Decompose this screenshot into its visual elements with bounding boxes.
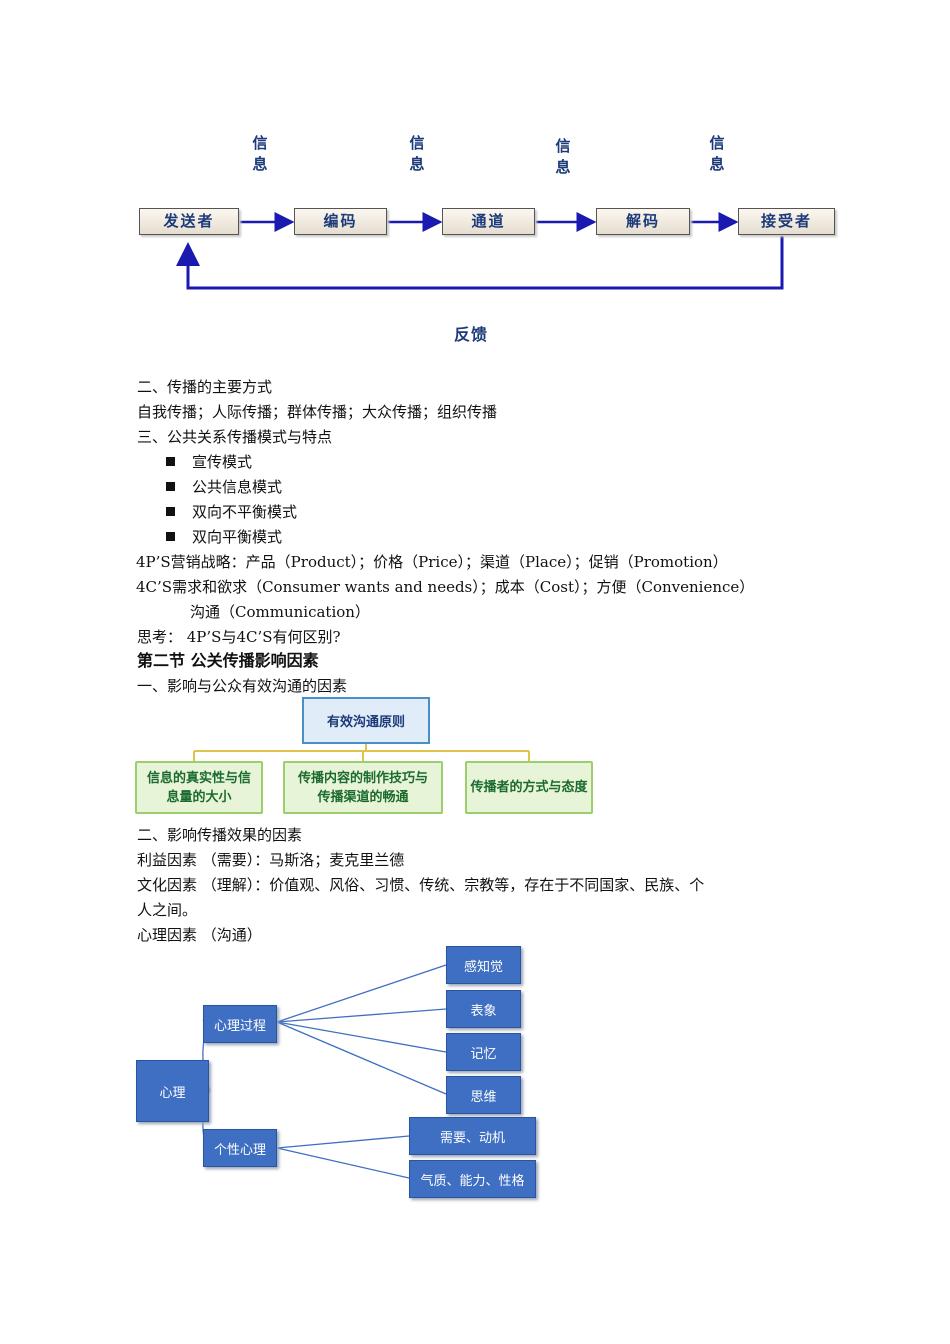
info-label-char: 信 [409, 134, 425, 152]
leaf-thinking: 思维 [446, 1076, 521, 1114]
leaf-memory: 记忆 [446, 1033, 521, 1071]
bullet-square-icon [166, 482, 175, 491]
list-item: 公共信息模式 [166, 477, 282, 497]
principles-connectors [193, 744, 530, 761]
principle-box-1: 信息的真实性与信息量的大小 [135, 761, 263, 814]
list-item-label: 双向不平衡模式 [192, 503, 298, 521]
section-2-body: 自我传播；人际传播；群体传播；大众传播；组织传播 [137, 403, 498, 421]
list-item: 宣传模式 [166, 452, 252, 472]
list-item: 双向平衡模式 [166, 527, 282, 547]
feedback-label: 反馈 [454, 325, 489, 344]
principle-box-3: 传播者的方式与态度 [465, 761, 593, 814]
factor-culture-line-2: 人之间。 [137, 901, 198, 919]
principle-1-line-1: 信息的真实性与信 [146, 770, 251, 786]
section-2-title: 二、传播的主要方式 [137, 378, 273, 396]
principle-1-line-2: 息量的大小 [166, 789, 232, 805]
info-label-2: 信息 [405, 133, 429, 175]
info-label-char: 信 [709, 134, 725, 152]
leaf-temperament: 气质、能力、性格 [409, 1160, 536, 1198]
section-3-title: 三、公共关系传播模式与特点 [137, 428, 333, 446]
think-question: 思考： 4P’S与4C’S有何区别? [137, 628, 341, 646]
factor-interest: 利益因素 （需要）：马斯洛；麦克里兰德 [137, 851, 405, 869]
info-label-char: 息 [709, 155, 725, 173]
list-item: 双向不平衡模式 [166, 502, 297, 522]
subsection-2-title: 二、影响传播效果的因素 [137, 826, 303, 844]
info-label-char: 息 [252, 155, 268, 173]
bullet-square-icon [166, 532, 175, 541]
list-item-label: 公共信息模式 [192, 478, 283, 496]
principle-2-line-1: 传播内容的制作技巧与 [297, 770, 428, 786]
bullet-square-icon [166, 457, 175, 466]
leaf-needs-motivation: 需要、动机 [409, 1117, 536, 1155]
section-heading: 第二节 公关传播影响因素 [137, 651, 319, 670]
four-p-strategy: 4P’S营销战略：产品（Product）；价格（Price）；渠道（Place）… [136, 553, 728, 571]
factor-culture-line-1: 文化因素 （理解）：价值观、风俗、习惯、传统、宗教等，存在于不同国家、民族、个 [137, 876, 705, 894]
principle-3-line-1: 传播者的方式与态度 [470, 780, 588, 795]
flow-arrows [176, 212, 784, 290]
info-label-char: 息 [555, 158, 571, 176]
info-label-char: 息 [409, 155, 425, 173]
mind-map-connectors [202, 964, 447, 1179]
info-label-4: 信息 [705, 133, 729, 175]
flow-node-encode: 编码 [294, 208, 387, 235]
list-item-label: 双向平衡模式 [192, 528, 283, 546]
four-c-line-2: 沟通（Communication） [190, 603, 370, 621]
flow-node-decode: 解码 [596, 208, 690, 235]
four-c-line-1: 4C’S需求和欲求（Consumer wants and needs）；成本（C… [136, 578, 755, 596]
flow-node-channel: 通道 [442, 208, 535, 235]
info-label-3: 信息 [551, 136, 575, 178]
info-label-1: 信息 [248, 133, 272, 175]
branch-personality: 个性心理 [203, 1129, 277, 1167]
flow-node-receiver: 接受者 [738, 208, 835, 235]
mind-map-root: 心理 [136, 1060, 209, 1122]
list-item-label: 宣传模式 [192, 453, 253, 471]
subsection-1-title: 一、影响与公众有效沟通的因素 [137, 677, 348, 695]
principle-box-2: 传播内容的制作技巧与传播渠道的畅通 [283, 761, 443, 814]
bullet-square-icon [166, 507, 175, 516]
leaf-perception: 感知觉 [446, 946, 521, 984]
branch-mental-process: 心理过程 [203, 1005, 277, 1043]
info-label-char: 信 [252, 134, 268, 152]
principle-2-line-2: 传播渠道的畅通 [317, 789, 409, 805]
flow-node-sender: 发送者 [139, 208, 239, 235]
principles-root: 有效沟通原则 [302, 697, 430, 744]
leaf-representation: 表象 [446, 990, 521, 1028]
info-label-char: 信 [555, 137, 571, 155]
factor-psychology: 心理因素 （沟通） [137, 926, 262, 944]
